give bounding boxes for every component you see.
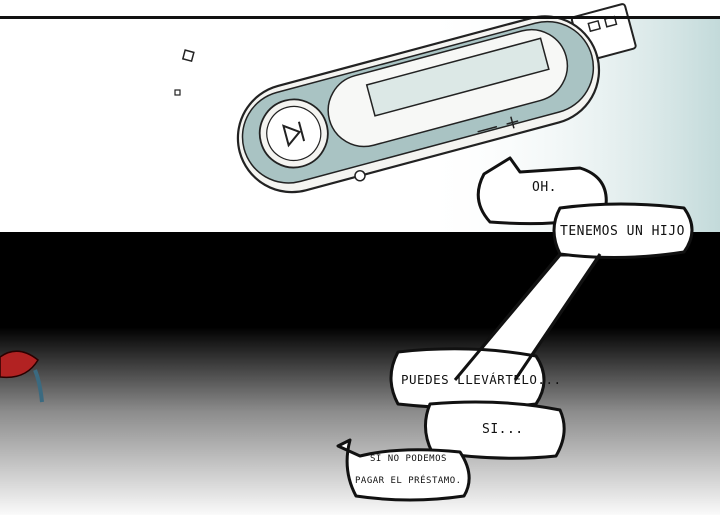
mp3-player (236, 3, 637, 194)
lcd-screen (365, 37, 550, 117)
usb-mp3-player-illustration (174, 3, 720, 232)
top-panel (0, 0, 720, 232)
lips (0, 350, 39, 379)
minus-icon (477, 125, 498, 133)
bubble-prestamo-line2: PAGAR EL PRÉSTAMO. (355, 476, 462, 486)
bubble-si-text: SI... (482, 422, 524, 437)
plus-icon (506, 116, 519, 129)
cable (33, 369, 44, 403)
bubble-prestamo-line1: SI NO PODEMOS (370, 454, 447, 464)
panel-border (0, 16, 720, 19)
bottom-panel (0, 232, 720, 515)
headphone-jack (354, 170, 366, 182)
play-pause-icon (281, 121, 306, 148)
bubble-oh-text: OH. (532, 180, 557, 195)
bubble-puedes-text: PUEDES LLEVÁRTELO... (401, 372, 562, 387)
debris (181, 49, 195, 63)
lips-detail (0, 350, 44, 403)
bubble-tenemos-text: TENEMOS UN HIJO (560, 224, 685, 239)
debris (174, 89, 181, 96)
